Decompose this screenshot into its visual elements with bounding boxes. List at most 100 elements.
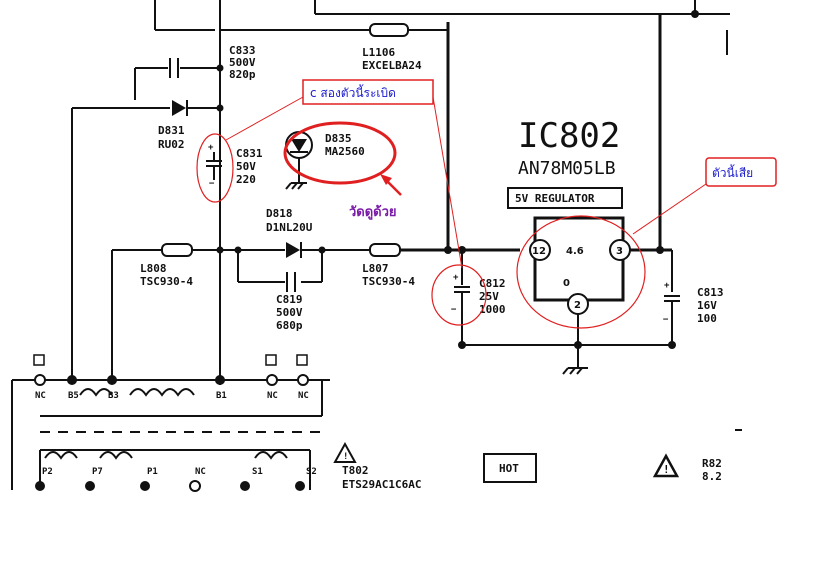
r82-ref: R82 <box>702 457 722 470</box>
c812-voltage: 25V <box>479 290 499 303</box>
d835-part: MA2560 <box>325 145 365 158</box>
t802-part: ETS29AC1C6AC <box>342 478 421 491</box>
ic802-voltage-gnd: 0 <box>563 278 570 289</box>
c819-value: 680p <box>276 319 303 332</box>
junction <box>216 104 224 112</box>
c813-ref: C813 <box>697 286 724 299</box>
l808-ref: L808 <box>140 262 167 275</box>
l1106-part: EXCELBA24 <box>362 59 422 72</box>
transformer-winding <box>99 451 133 460</box>
ic802-highlight-circle <box>516 215 646 329</box>
ic802-body <box>533 216 625 302</box>
transformer-winding <box>79 388 113 397</box>
pin-label-b1: B1 <box>216 391 227 401</box>
c812-minus: − <box>451 305 457 315</box>
c819-voltage: 500V <box>276 306 303 319</box>
note-leader <box>432 96 463 269</box>
pin-label-s1: S1 <box>252 467 263 477</box>
pin-label-p1: P1 <box>147 467 158 477</box>
ic802-pin-3-label: 3 <box>616 246 623 257</box>
transformer-winding <box>44 451 78 460</box>
note-measure-too: วัดดูด้วย <box>349 204 397 220</box>
warning-icon-mark: ! <box>663 463 670 476</box>
ic802-pin-2-label: 2 <box>574 300 581 311</box>
junction <box>216 246 224 254</box>
hot-label: HOT <box>499 462 519 475</box>
ground <box>285 182 292 190</box>
c831-highlight-circle <box>196 133 234 203</box>
pin-label-nc-2: NC <box>267 391 278 401</box>
d835-highlight-circle <box>283 121 397 185</box>
pin-label-nc-4: NC <box>195 467 206 477</box>
warning-icon <box>333 441 357 463</box>
ic802-function: 5V REGULATOR <box>515 192 595 205</box>
c831-ref: C831 <box>236 147 263 160</box>
pin-label-p7: P7 <box>92 467 103 477</box>
l1106-body <box>369 23 409 37</box>
ground <box>576 367 583 375</box>
c812-highlight-circle <box>431 264 487 326</box>
junction <box>691 10 699 18</box>
d831-symbol <box>172 100 186 116</box>
junction <box>318 246 326 254</box>
ic802-pin-12 <box>529 239 551 261</box>
note-this-broken: ตัวนี้เสีย <box>712 164 753 180</box>
pin-label-b5: B5 <box>68 391 79 401</box>
note-caps-burst: c สองตัวนี้ระเบิด <box>310 84 396 100</box>
c833-ref: C833 <box>229 44 256 57</box>
r82-value: 8.2 <box>702 470 722 483</box>
arrow-head <box>380 174 392 185</box>
pin-label-b3: B3 <box>108 391 119 401</box>
c831-minus: − <box>209 179 215 189</box>
c812-ref: C812 <box>479 277 506 290</box>
c831-voltage: 50V <box>236 160 256 173</box>
c833-voltage: 500V <box>229 56 256 69</box>
ic802-part: AN78M05LB <box>518 158 616 179</box>
junction <box>216 64 224 72</box>
l807-ref: L807 <box>362 262 389 275</box>
d835-ref: D835 <box>325 132 352 145</box>
ground <box>562 367 569 375</box>
l807-part: TSC930-4 <box>362 275 415 288</box>
warning-icon <box>652 453 680 478</box>
c812-value: 1000 <box>479 303 506 316</box>
c831-plus: + <box>208 143 214 153</box>
ic802-function-box <box>507 187 623 209</box>
ground <box>297 182 304 190</box>
warning-icon-mark: ! <box>343 452 348 462</box>
transformer-bottom-pins <box>35 480 305 492</box>
c833-value: 820p <box>229 68 256 81</box>
note-leader <box>632 183 707 235</box>
d818-ref: D818 <box>266 207 293 220</box>
l1106-ref: L1106 <box>362 46 395 59</box>
c813-voltage: 16V <box>697 299 717 312</box>
pin-label-nc-3: NC <box>298 391 309 401</box>
c831-value: 220 <box>236 173 256 186</box>
pin-label-p2: P2 <box>42 467 53 477</box>
note-box-broken <box>705 157 777 187</box>
t802-ref: T802 <box>342 464 369 477</box>
hot-box <box>483 453 537 483</box>
transformer-top-pins <box>33 354 309 386</box>
d818-symbol <box>286 242 300 258</box>
d831-part: RU02 <box>158 138 185 151</box>
c819-ref: C819 <box>276 293 303 306</box>
pin-label-s2: S2 <box>306 467 317 477</box>
d818-part: D1NL20U <box>266 221 313 234</box>
l807-body <box>369 243 401 257</box>
c813-minus: − <box>663 315 669 325</box>
note-box-caps <box>302 79 434 105</box>
d831-ref: D831 <box>158 124 185 137</box>
ic802-ref: IC802 <box>518 116 620 156</box>
junction <box>656 246 664 254</box>
transformer-winding <box>129 388 195 397</box>
junction <box>444 246 452 254</box>
ic802-voltage-in: 4.6 <box>566 246 584 257</box>
d835-symbol <box>291 139 307 152</box>
c813-plus: + <box>664 281 670 291</box>
transformer-winding <box>254 451 288 460</box>
ground <box>569 367 576 375</box>
note-leader <box>225 96 304 141</box>
l808-part: TSC930-4 <box>140 275 193 288</box>
ground <box>291 182 298 190</box>
